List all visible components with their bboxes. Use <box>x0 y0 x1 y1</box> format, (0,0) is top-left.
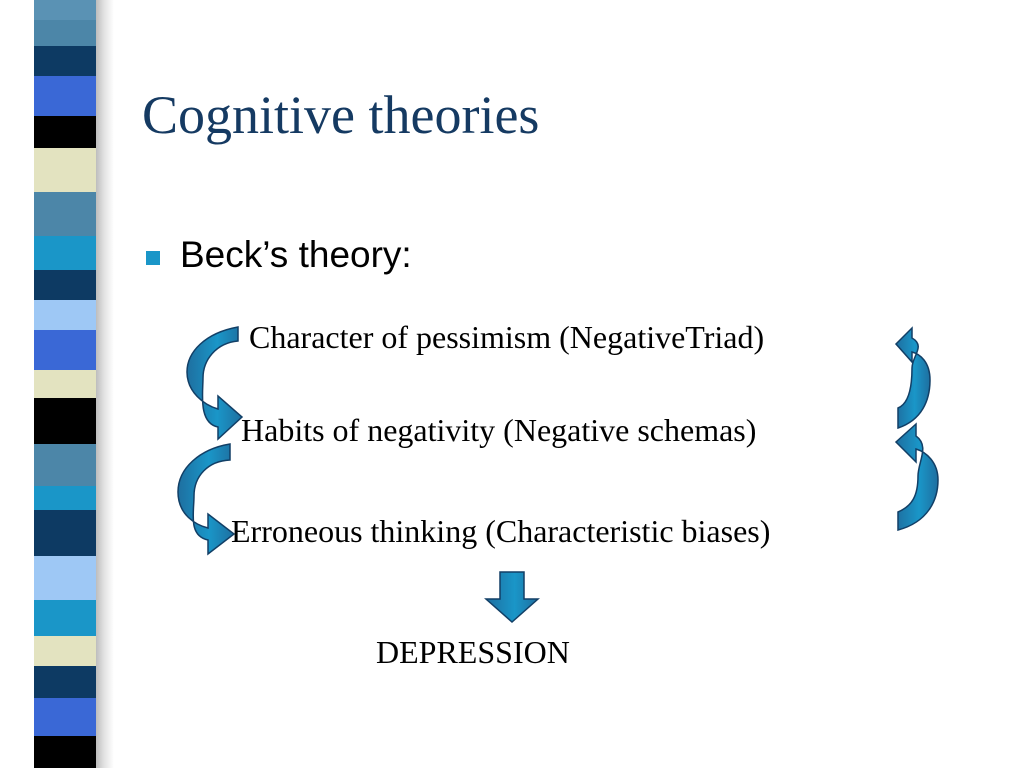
stripe-block <box>34 444 96 486</box>
curved-arrow-icon <box>177 443 236 556</box>
decorative-stripe-shadow <box>96 0 114 768</box>
curved-arrow-icon <box>894 326 931 430</box>
bullet-text: Beck’s theory: <box>180 234 412 275</box>
stripe-block <box>34 736 96 768</box>
stripe-block <box>34 600 96 636</box>
stripe-block <box>34 148 96 192</box>
stripe-block <box>34 270 96 300</box>
stripe-block <box>34 370 96 398</box>
curved-arrow-icon <box>894 422 939 531</box>
stripe-block <box>34 116 96 148</box>
stripe-block <box>34 76 96 116</box>
stripe-block <box>34 556 96 600</box>
decorative-stripe-bar <box>34 0 96 768</box>
diagram-node-characteristic-biases: Erroneous thinking (Characteristic biase… <box>231 513 771 549</box>
curved-arrow-icon <box>186 326 244 441</box>
bullet-square-icon <box>146 251 160 265</box>
stripe-block <box>34 486 96 510</box>
stripe-block <box>34 330 96 370</box>
down-arrow-icon <box>484 571 540 624</box>
diagram-node-negative-schemas: Habits of negativity (Negative schemas) <box>241 412 757 448</box>
diagram-node-depression: DEPRESSION <box>376 634 570 670</box>
slide-title: Cognitive theories <box>142 85 540 145</box>
stripe-block <box>34 0 96 20</box>
stripe-block <box>34 666 96 698</box>
stripe-block <box>34 46 96 76</box>
stripe-block <box>34 636 96 666</box>
stripe-block <box>34 20 96 46</box>
stripe-block <box>34 510 96 556</box>
stripe-block <box>34 300 96 330</box>
stripe-block <box>34 698 96 736</box>
stripe-block <box>34 398 96 444</box>
stripe-block <box>34 192 96 236</box>
stripe-block <box>34 236 96 270</box>
diagram-node-negative-triad: Character of pessimism (NegativeTriad) <box>249 319 765 355</box>
